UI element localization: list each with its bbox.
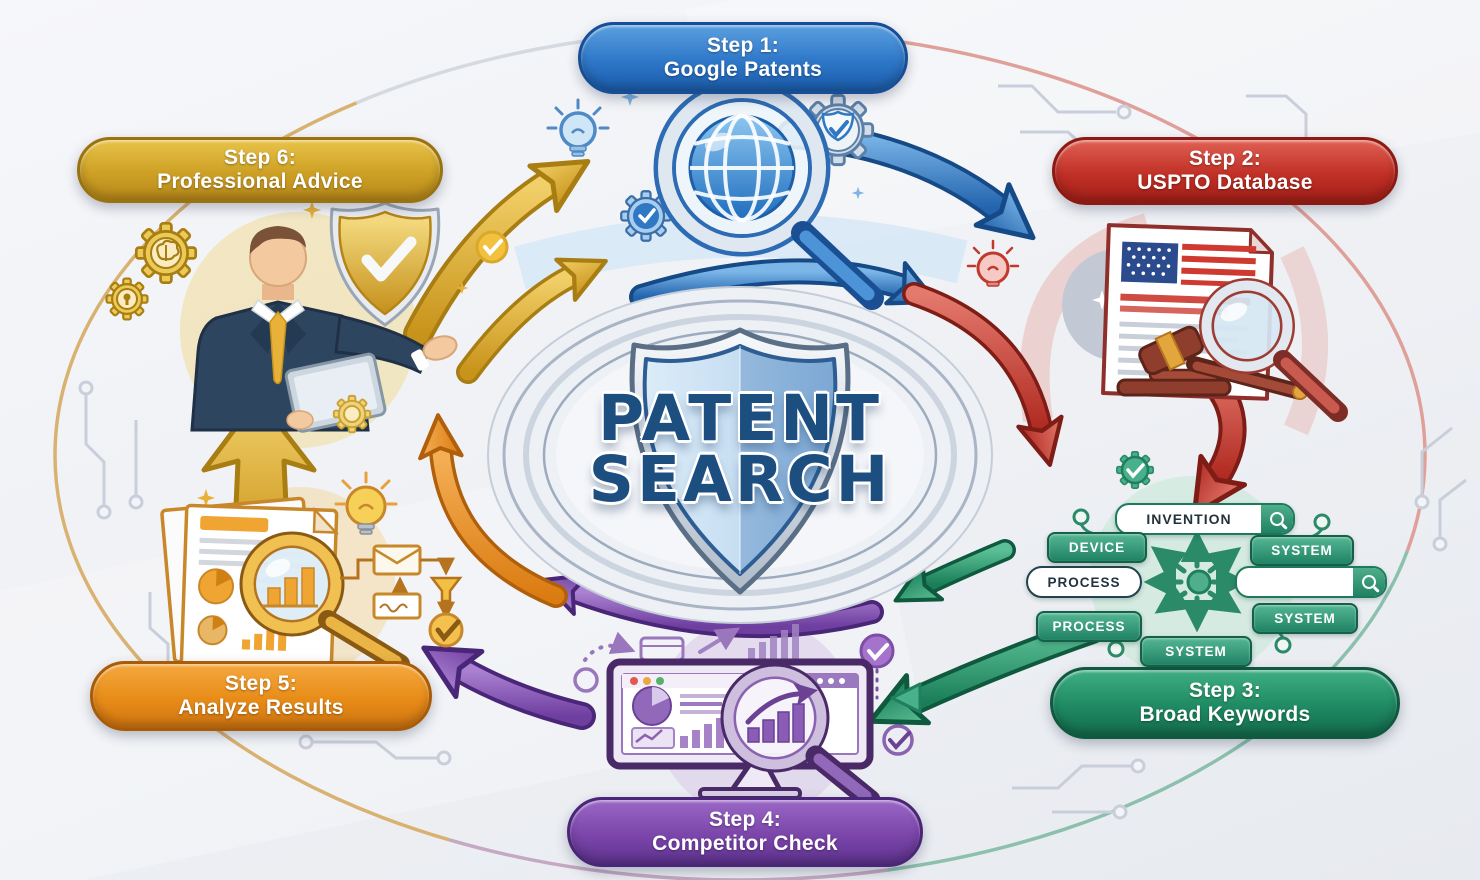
arrow-inner-orange (417, 414, 568, 608)
center-title: PATENT SEARCH (460, 382, 1020, 516)
keyword-system-right: SYSTEM (1252, 603, 1358, 634)
search-icon (1353, 568, 1385, 596)
businessman (190, 226, 458, 433)
center-title-line1: PATENT (598, 382, 882, 455)
keyword-search-box-empty (1235, 566, 1387, 598)
step-4-name: Competitor Check (652, 832, 838, 855)
arrow-inner-blue (629, 258, 945, 322)
step-4-badge: Step 4: Competitor Check (567, 797, 923, 867)
magnifier-globe-icon (653, 79, 884, 310)
gear-check-icon (620, 190, 672, 242)
red-lightbulb-icon (966, 239, 1020, 287)
gold-shield-check-icon (329, 201, 441, 327)
step-1-badge: Step 1: Google Patents (578, 22, 908, 94)
gear-shield-icon (801, 93, 875, 167)
keyword-device: DEVICE (1047, 532, 1147, 563)
keyword-search-box-filled: INVENTION (1115, 503, 1295, 535)
arrow-inner-red (902, 282, 1071, 470)
step-1-label: Step 1: (706, 34, 780, 58)
arrow-inner-green (886, 539, 1016, 619)
inner-cycle-arrows (417, 258, 1071, 639)
step-4-label: Step 4: (708, 808, 782, 832)
step-2-name: USPTO Database (1137, 171, 1313, 194)
keyword-process-bottom: PROCESS (1036, 611, 1142, 642)
mini-bar-chart (748, 624, 799, 660)
step-2-badge: Step 2: USPTO Database (1052, 137, 1398, 205)
globe-magnifier-icon (546, 79, 884, 310)
arrow-inner-purple (535, 561, 884, 639)
shield-icon (629, 327, 851, 595)
analysis-report-icon (160, 471, 464, 674)
step-5-label: Step 5: (224, 672, 298, 696)
step-3-badge: Step 3: Broad Keywords (1050, 667, 1400, 739)
competitor-monitor-icon (573, 624, 922, 811)
keyword-system-top: SYSTEM (1250, 535, 1354, 566)
step-1-name: Google Patents (663, 58, 823, 81)
magnifier-icon (1199, 278, 1348, 422)
step-6-name: Professional Advice (157, 170, 363, 193)
green-triangle (890, 682, 922, 714)
advisor-icon (105, 201, 509, 434)
flowchart (340, 544, 464, 648)
step-2-label: Step 2: (1188, 147, 1262, 171)
outline-check-icon (882, 724, 914, 756)
step-3-name: Broad Keywords (1139, 703, 1311, 726)
search-icon (1261, 505, 1293, 533)
step-6-label: Step 6: (223, 146, 297, 170)
flag-stripes (1180, 243, 1257, 288)
keyword-system-bottom: SYSTEM (1140, 636, 1252, 667)
step-3-label: Step 3: (1188, 679, 1262, 703)
small-gear-icon (332, 394, 372, 434)
center-emblem (487, 286, 993, 624)
lock-gear-icon (105, 277, 149, 321)
arrow-step4-to-step5 (411, 625, 596, 730)
magnifier-chart-icon (720, 663, 881, 811)
gold-check-badge-icon (475, 230, 509, 264)
uspto-document-icon (966, 223, 1348, 422)
step-6-badge: Step 6: Professional Advice (77, 137, 443, 203)
magnifier-bars-icon (239, 531, 410, 674)
outer-cycle-arrows (201, 119, 1245, 745)
green-check-badge-icon (1116, 451, 1154, 489)
purple-check-badge-icon (859, 633, 895, 700)
center-title-line2: SEARCH (588, 443, 892, 516)
keyword-search-text: INVENTION (1146, 511, 1232, 527)
keyword-search-empty-text (1237, 568, 1353, 596)
keyword-process-left: PROCESS (1026, 566, 1142, 598)
gavel-icon (1116, 325, 1308, 400)
step-5-badge: Step 5: Analyze Results (90, 661, 432, 731)
step-5-name: Analyze Results (178, 696, 344, 719)
brain-gear-icon (134, 221, 198, 285)
lightbulb-icon (546, 98, 610, 157)
lightbulb-icon (334, 471, 398, 535)
